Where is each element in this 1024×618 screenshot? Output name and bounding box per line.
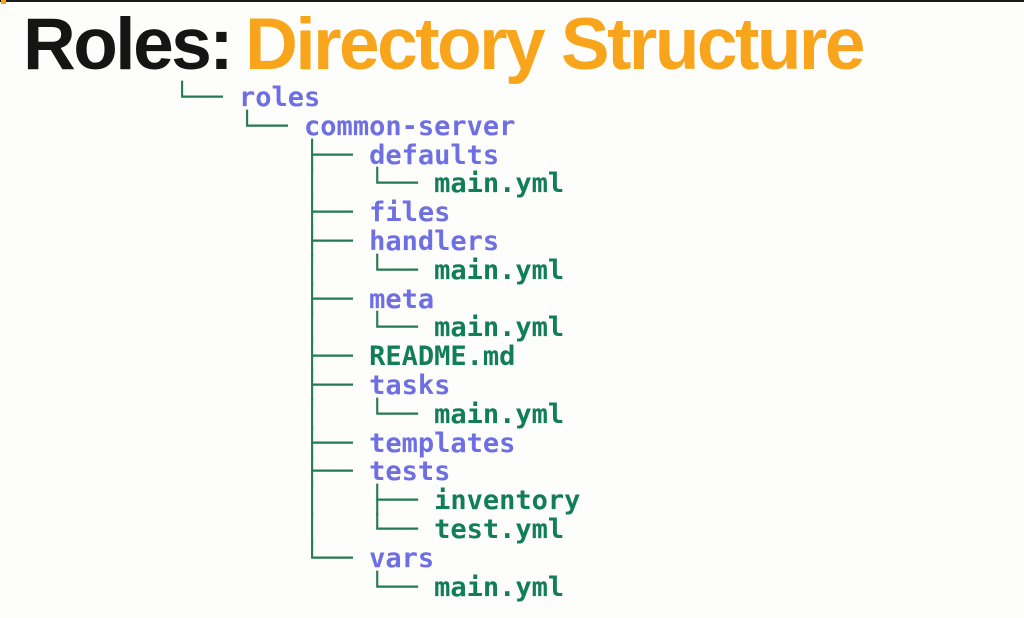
- tree-branch-lines: ├──: [174, 341, 370, 373]
- tree-row: ├── defaults: [174, 139, 580, 171]
- tree-branch-lines: ├──: [174, 225, 370, 257]
- tree-branch-lines: └──: [174, 542, 370, 574]
- tree-node-directory: roles: [239, 82, 321, 113]
- tree-node-file: main.yml: [434, 254, 565, 286]
- tree-row: └── common-server: [174, 110, 580, 142]
- tree-node-file: test.yml: [434, 513, 565, 545]
- directory-tree: └── roles └── common-server ├── defaults…: [174, 82, 581, 603]
- tree-branch-lines: ├──: [174, 139, 370, 171]
- tree-node-file: inventory: [434, 485, 581, 517]
- tree-node-directory: templates: [369, 427, 516, 459]
- tree-node-directory: tasks: [369, 369, 451, 401]
- tree-row: │ └── main.yml: [174, 398, 580, 430]
- tree-row: │ └── main.yml: [174, 312, 580, 344]
- tree-branch-lines: ├──: [174, 283, 370, 315]
- tree-row: │ └── main.yml: [174, 254, 580, 286]
- tree-node-directory: defaults: [369, 139, 500, 171]
- tree-branch-lines: │ └──: [174, 168, 435, 200]
- tree-node-file: main.yml: [434, 571, 565, 603]
- tree-row: ├── meta: [174, 283, 580, 315]
- slide-title: Roles:Directory Structure: [23, 4, 865, 85]
- tree-branch-lines: └──: [174, 110, 305, 142]
- tree-row: ├── tasks: [174, 369, 580, 401]
- corner-dot: [1, 0, 6, 4]
- tree-node-directory: meta: [369, 283, 435, 315]
- tree-row: └── main.yml: [174, 571, 580, 603]
- title-prefix: Roles:: [23, 4, 234, 85]
- tree-row: ├── templates: [174, 427, 580, 459]
- tree-branch-lines: │ ├──: [174, 485, 435, 517]
- tree-branch-lines: │ └──: [174, 398, 435, 430]
- tree-node-directory: handlers: [369, 225, 500, 257]
- tree-node-file: main.yml: [434, 312, 565, 344]
- tree-row: │ └── test.yml: [174, 513, 580, 545]
- tree-row: ├── handlers: [174, 225, 580, 257]
- tree-node-directory: tests: [369, 456, 451, 488]
- tree-row: └── vars: [174, 542, 580, 574]
- tree-branch-lines: ├──: [174, 197, 370, 229]
- tree-branch-lines: │ └──: [174, 254, 435, 286]
- tree-branch-lines: ├──: [174, 369, 370, 401]
- tree-branch-lines: ├──: [174, 427, 370, 459]
- tree-row: ├── files: [174, 197, 580, 229]
- tree-row: │ ├── inventory: [174, 485, 581, 517]
- tree-node-file: main.yml: [434, 398, 565, 430]
- tree-row: │ └── main.yml: [174, 168, 580, 200]
- tree-node-directory: common-server: [304, 110, 516, 142]
- tree-row: └── roles: [174, 82, 580, 113]
- top-edge-bar: [0, 0, 1024, 2]
- tree-branch-lines: └──: [174, 82, 240, 113]
- tree-node-directory: files: [369, 197, 451, 229]
- tree-row: ├── README.md: [174, 341, 580, 373]
- tree-node-file: main.yml: [434, 168, 565, 200]
- tree-branch-lines: ├──: [174, 456, 370, 488]
- tree-node-file: README.md: [369, 341, 516, 373]
- title-highlight: Directory Structure: [245, 4, 865, 85]
- tree-branch-lines: │ └──: [174, 312, 435, 344]
- tree-branch-lines: │ └──: [174, 513, 435, 545]
- tree-branch-lines: └──: [174, 571, 435, 603]
- tree-node-directory: vars: [369, 542, 435, 574]
- tree-row: ├── tests: [174, 456, 580, 488]
